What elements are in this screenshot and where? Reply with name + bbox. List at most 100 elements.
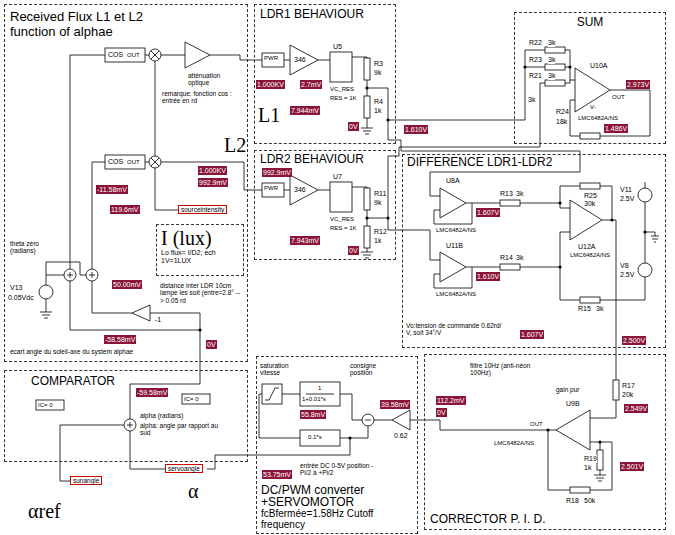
resistor-symbol (580, 133, 600, 139)
wire (514, 50, 650, 144)
component-label: R12 (374, 228, 387, 236)
component-label: -1 (155, 316, 161, 324)
component-label: 1k (374, 237, 381, 245)
component-label: V- (590, 104, 596, 111)
probe-value: 2.549V (624, 404, 648, 413)
cos-block (105, 155, 145, 169)
summer-symbol (86, 269, 98, 281)
component-label: OUT (530, 421, 543, 428)
block-title: fcBfermée=1.58Hz Cutoff frequency (261, 508, 391, 530)
resistor-symbol (500, 264, 520, 270)
multiplier-symbol (149, 49, 161, 61)
multiplier-symbol (149, 156, 161, 168)
saturation-block (262, 384, 282, 404)
component-label: COS (108, 158, 123, 166)
probe-value: 53.75mV (262, 470, 292, 479)
component-label: 1k (584, 464, 591, 472)
note-text: entrée DC 0-5V position -Pi/2 à +Pi/2 (300, 462, 384, 477)
net-flag: sunangle (70, 476, 102, 485)
probe-value: 1.000KV (256, 80, 285, 89)
junction-dot (598, 440, 601, 443)
component-label: 1k (374, 107, 381, 115)
component-label: 3k (548, 39, 555, 47)
net-flag: servoangle (165, 464, 203, 473)
wire (424, 354, 616, 490)
source-symbol (638, 263, 652, 277)
block-title: COMPARATOR (31, 374, 243, 388)
ldr-block (330, 182, 352, 212)
note-text: Vo:tension de commande 0.62rd/ V, soit 3… (406, 322, 506, 337)
resistor-symbol (613, 380, 619, 400)
junction-dot (610, 218, 613, 221)
signal-wire (396, 120, 514, 121)
component-label: 0.05Vdc (8, 294, 34, 302)
block-title: DC/PWM converter +SERVOMOTOR (261, 484, 391, 508)
opamp-symbol (440, 188, 466, 218)
signal-symbol: αref (28, 500, 61, 522)
block-title: SUM (577, 15, 604, 29)
probe-value: 50.00mV (112, 280, 142, 289)
resistor-symbol (545, 64, 565, 70)
component-label: R15 (578, 305, 591, 313)
block-title: I (lux) (161, 227, 239, 249)
block-box: COMPARATOR (4, 370, 248, 462)
pwr-block (262, 53, 284, 67)
component-label: R17 (622, 382, 635, 390)
component-label: R24 (556, 108, 569, 116)
component-label: U5 (333, 43, 342, 51)
probe-value: 2.501V (620, 462, 644, 471)
component-label: OUT (127, 52, 140, 59)
component-label: 3k (596, 305, 603, 313)
component-label: R3 (374, 60, 383, 68)
probe-value: 1.486V (604, 124, 628, 133)
amplifier-symbol (290, 175, 318, 205)
component-label: VC_RES (330, 216, 354, 223)
net-flag: sourceintensity (178, 205, 227, 214)
probe-value: 1.607V (476, 208, 500, 217)
gain-triangle (132, 305, 150, 321)
resistor-symbol (364, 188, 370, 210)
probe-value: 0V (206, 340, 217, 349)
component-label: 3k (528, 96, 535, 104)
component-label: 0.1*s (308, 434, 322, 441)
component-label: R23 (529, 56, 542, 64)
component-label: RES = 1K (330, 95, 357, 102)
component-label: 2.5V (620, 271, 634, 279)
component-label: 18k (556, 118, 567, 126)
signal-symbol: L1 (258, 104, 280, 126)
component-label: LMC6482A/NS (494, 440, 534, 447)
component-label: V8 (620, 262, 629, 270)
block-title: Received Flux L1 et L2 function of alpha… (10, 9, 175, 39)
resistor-symbol (364, 58, 370, 80)
integrator-block (300, 430, 340, 446)
probe-value: 0V (348, 246, 359, 255)
junction-dot (523, 65, 526, 68)
block-title: Lo flux= I/D2; ech 1V=1LUX (161, 249, 239, 265)
junction-dot (568, 65, 571, 68)
summer-symbol (124, 419, 136, 431)
ldr-block (330, 52, 352, 82)
junction-dot (198, 328, 201, 331)
component-label: 346 (294, 56, 306, 64)
component-label: PWR (264, 185, 278, 192)
note-text: atténuation optique (188, 72, 232, 87)
note-text: gain pur (556, 386, 580, 393)
junction-dot (365, 86, 368, 89)
block-box: DC/PWM converter +SERVOMOTORfcBfermée=1.… (256, 356, 418, 534)
probe-value: -11.58mV (96, 185, 128, 194)
component-label: V11 (620, 186, 632, 194)
component-label: R19 (584, 455, 597, 463)
component-label: 20k (622, 391, 633, 399)
resistor-symbol (364, 226, 370, 248)
probe-value: 39.58mV (380, 400, 410, 409)
transfer-block (300, 382, 340, 406)
component-label: COS (108, 51, 123, 59)
probe-value: 2.500V (622, 336, 646, 345)
component-label: 3k (516, 190, 523, 198)
component-label: VC_RES (330, 86, 354, 93)
pwr-block (262, 183, 284, 197)
resistor-symbol (364, 96, 370, 118)
component-label: R4 (374, 98, 383, 106)
component-label: LMC6482A/NS (578, 115, 618, 122)
